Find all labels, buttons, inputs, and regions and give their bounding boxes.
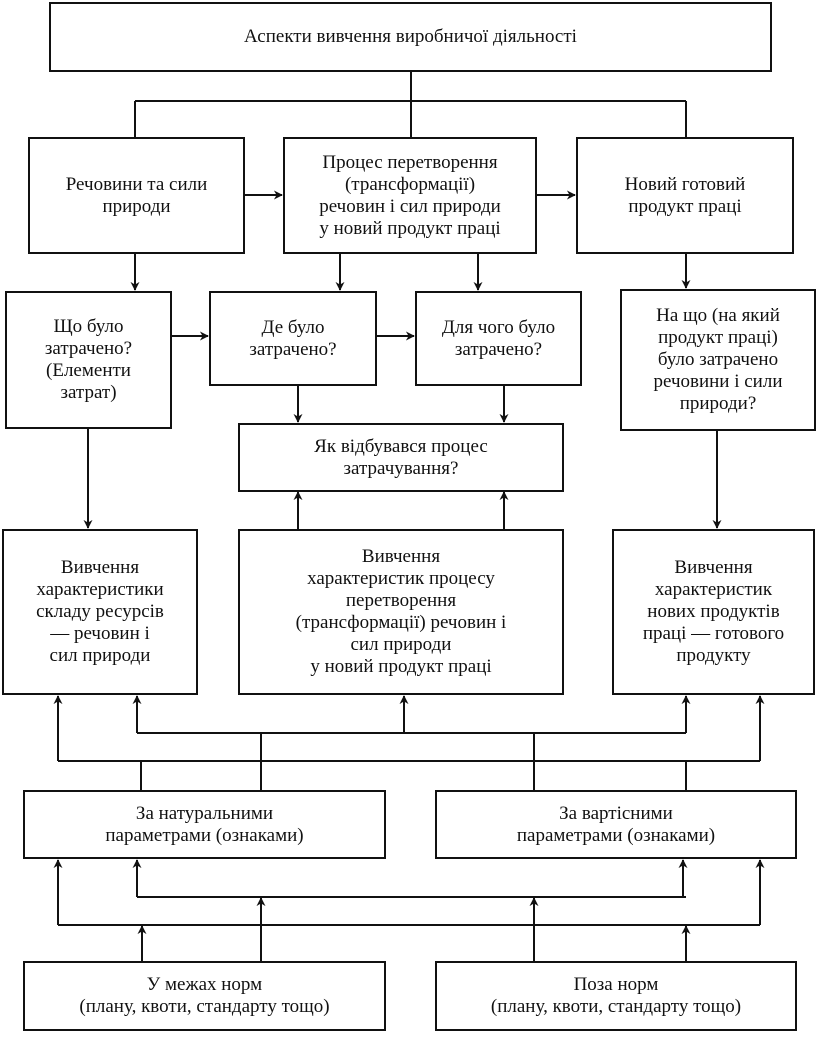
natural-params-box: За натуральними параметрами (ознаками) <box>23 790 386 859</box>
products-study-text: Вивчення характеристик нових продуктів п… <box>642 557 785 666</box>
substances-text: Речовини та сили природи <box>65 173 208 217</box>
title-text: Аспекти вивчення виробничої діяльності <box>244 26 577 47</box>
substances-box: Речовини та сили природи <box>28 137 245 254</box>
products-study-box: Вивчення характеристик нових продуктів п… <box>612 529 815 695</box>
product-text: Новий готовий продукт праці <box>624 173 746 217</box>
outside-norms-box: Поза норм (плану, квоти, стандарту тощо) <box>435 961 797 1031</box>
process-box: Процес перетворення (трансформації) речо… <box>283 137 537 254</box>
process-text: Процес перетворення (трансформації) речо… <box>319 151 501 239</box>
onwhat-text: На що (на який продукт праці) було затра… <box>653 305 783 414</box>
forwhat-box: Для чого було затрачено? <box>415 291 582 386</box>
process-study-box: Вивчення характеристик процесу перетворе… <box>238 529 564 695</box>
how-box: Як відбувався процес затрачування? <box>238 423 564 492</box>
outside-norms-text: Поза норм (плану, квоти, стандарту тощо) <box>490 974 742 1017</box>
natural-params-text: За натуральними параметрами (ознаками) <box>105 802 304 846</box>
cost-params-box: За вартісними параметрами (ознаками) <box>435 790 797 859</box>
resources-study-text: Вивчення характеристики складу ресурсів … <box>36 557 164 666</box>
onwhat-box: На що (на який продукт праці) було затра… <box>620 289 816 431</box>
within-norms-text: У межах норм (плану, квоти, стандарту то… <box>79 974 330 1017</box>
where-box: Де було затрачено? <box>209 291 377 386</box>
process-study-text: Вивчення характеристик процесу перетворе… <box>295 546 507 677</box>
within-norms-box: У межах норм (плану, квоти, стандарту то… <box>23 961 386 1031</box>
what-text: Що було затрачено? (Елементи затрат) <box>44 316 133 403</box>
product-box: Новий готовий продукт праці <box>576 137 794 254</box>
resources-study-box: Вивчення характеристики складу ресурсів … <box>2 529 198 695</box>
cost-params-text: За вартісними параметрами (ознаками) <box>516 802 716 846</box>
where-text: Де було затрачено? <box>249 316 337 360</box>
what-box: Що було затрачено? (Елементи затрат) <box>5 291 172 429</box>
forwhat-text: Для чого було затрачено? <box>441 316 556 360</box>
how-text: Як відбувався процес затрачування? <box>314 435 488 479</box>
title-box: Аспекти вивчення виробничої діяльності <box>49 2 772 72</box>
